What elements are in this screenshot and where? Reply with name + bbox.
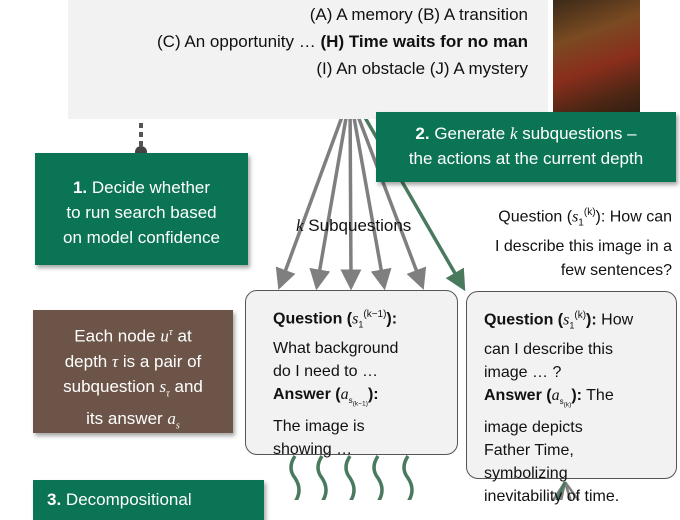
step-3-box: 3. Decompositional <box>33 480 264 520</box>
superscript: (k) <box>583 207 596 218</box>
question-text: can I describe this <box>484 340 613 358</box>
label-text: Subquestions <box>308 216 412 235</box>
answer-label: ): <box>571 386 582 404</box>
selected-subquestion-arrow <box>350 94 466 292</box>
symbol: s <box>159 376 167 396</box>
father-time-image <box>553 0 640 120</box>
answer-label: Answer ( <box>273 385 341 403</box>
step-number: 1. <box>72 178 88 197</box>
question-label: Question ( <box>484 311 564 329</box>
superscript: (k) <box>574 310 587 321</box>
text: is a pair of <box>122 351 202 371</box>
step-number: 2. <box>415 124 430 143</box>
connector-layer <box>135 94 580 500</box>
question-text: How <box>601 311 634 329</box>
step-text: to run search based <box>66 203 217 222</box>
node-definition-box: Each node uτ at depth τ is a pair of sub… <box>33 310 233 433</box>
k-symbol: k <box>296 216 304 235</box>
text: few sentences? <box>560 261 672 279</box>
step-text: the actions at the current depth <box>408 149 644 168</box>
symbol: τ <box>166 388 170 400</box>
text: subquestion <box>63 376 155 396</box>
symbol: τ <box>168 326 173 338</box>
question-text: image … ? <box>484 363 562 381</box>
subquestion-arrows <box>275 94 427 291</box>
answer-text: The image is <box>273 418 365 436</box>
options-plain: (C) An opportunity … <box>157 32 316 51</box>
options-line-2: (C) An opportunity … (H) Time waits for … <box>157 32 528 52</box>
step-text: on model confidence <box>63 228 220 247</box>
question-label: Question ( <box>273 310 353 328</box>
question-text: What background <box>273 339 399 357</box>
answer-text: symbolizing <box>484 465 568 483</box>
options-line-1: (A) A memory (B) A transition <box>309 5 528 24</box>
k-symbol: k <box>509 124 518 143</box>
answer-text: The <box>586 386 614 404</box>
superscript: (k) <box>563 401 572 409</box>
answer-text: showing … <box>273 441 353 459</box>
superscript: (k−1) <box>363 309 387 320</box>
step-text: subquestions – <box>522 124 637 143</box>
question-text: do I need to … <box>273 362 378 380</box>
text: and <box>174 376 203 396</box>
subscript: 1 <box>578 217 584 229</box>
answer-text: inevitability of time. <box>484 488 620 506</box>
text: depth <box>64 351 108 371</box>
symbol: s <box>572 208 579 226</box>
step-text: Generate <box>434 124 506 143</box>
question-box: (A) A memory (B) A transition (C) An opp… <box>68 0 548 119</box>
question-label: ): <box>386 310 398 328</box>
step-text: Decide whether <box>91 178 211 197</box>
answer-text: Father Time, <box>484 442 574 460</box>
answer-text: image depicts <box>484 419 583 437</box>
step-1-box: 1. Decide whether to run search based on… <box>35 153 248 265</box>
options-line-3: (I) An obstacle (J) A mystery <box>316 59 528 78</box>
text: Question ( <box>498 208 573 226</box>
text: at <box>177 326 192 346</box>
text: ): How can <box>595 208 672 226</box>
question-annotation: Question (s1(k)): How can I describe thi… <box>440 201 672 282</box>
symbol: τ <box>112 351 119 371</box>
step-2-box: 2. Generate k subquestions – the actions… <box>376 112 676 182</box>
k-subquestions-label: k Subquestions <box>296 216 411 236</box>
correct-option: (H) Time waits for no man <box>320 32 529 51</box>
wavy-rollout-lines <box>289 455 414 500</box>
answer-label: ): <box>367 385 379 403</box>
tree-node-k-minus-1: Question (s1(k−1)): What background do I… <box>245 290 458 458</box>
question-label: ): <box>586 311 597 329</box>
tree-node-k: Question (s1(k)): How can I describe thi… <box>466 291 677 505</box>
text: I describe this image in a <box>495 238 672 256</box>
symbol: s <box>175 420 180 432</box>
symbol: u <box>160 326 169 346</box>
answer-label: Answer ( <box>484 386 552 404</box>
superscript: (k−1) <box>352 400 368 408</box>
symbol: a <box>167 409 176 429</box>
text: its answer <box>86 409 163 429</box>
text: Each node <box>74 326 156 346</box>
